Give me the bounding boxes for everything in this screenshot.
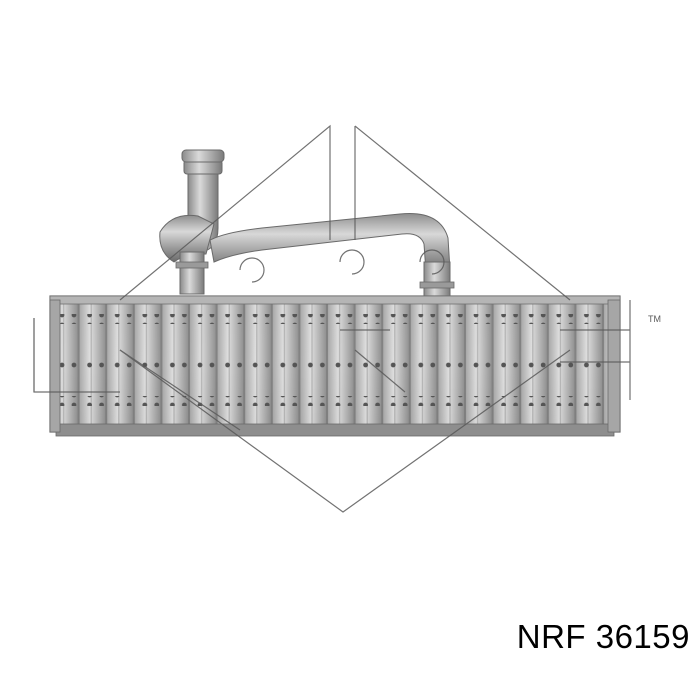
- nrf-watermark-logo: [33, 124, 631, 513]
- product-code-caption: NRF 36159: [516, 618, 690, 655]
- evaporator-core: [49, 295, 621, 437]
- trademark-mark: TM: [648, 314, 661, 324]
- refrigerant-pipes: [159, 149, 455, 297]
